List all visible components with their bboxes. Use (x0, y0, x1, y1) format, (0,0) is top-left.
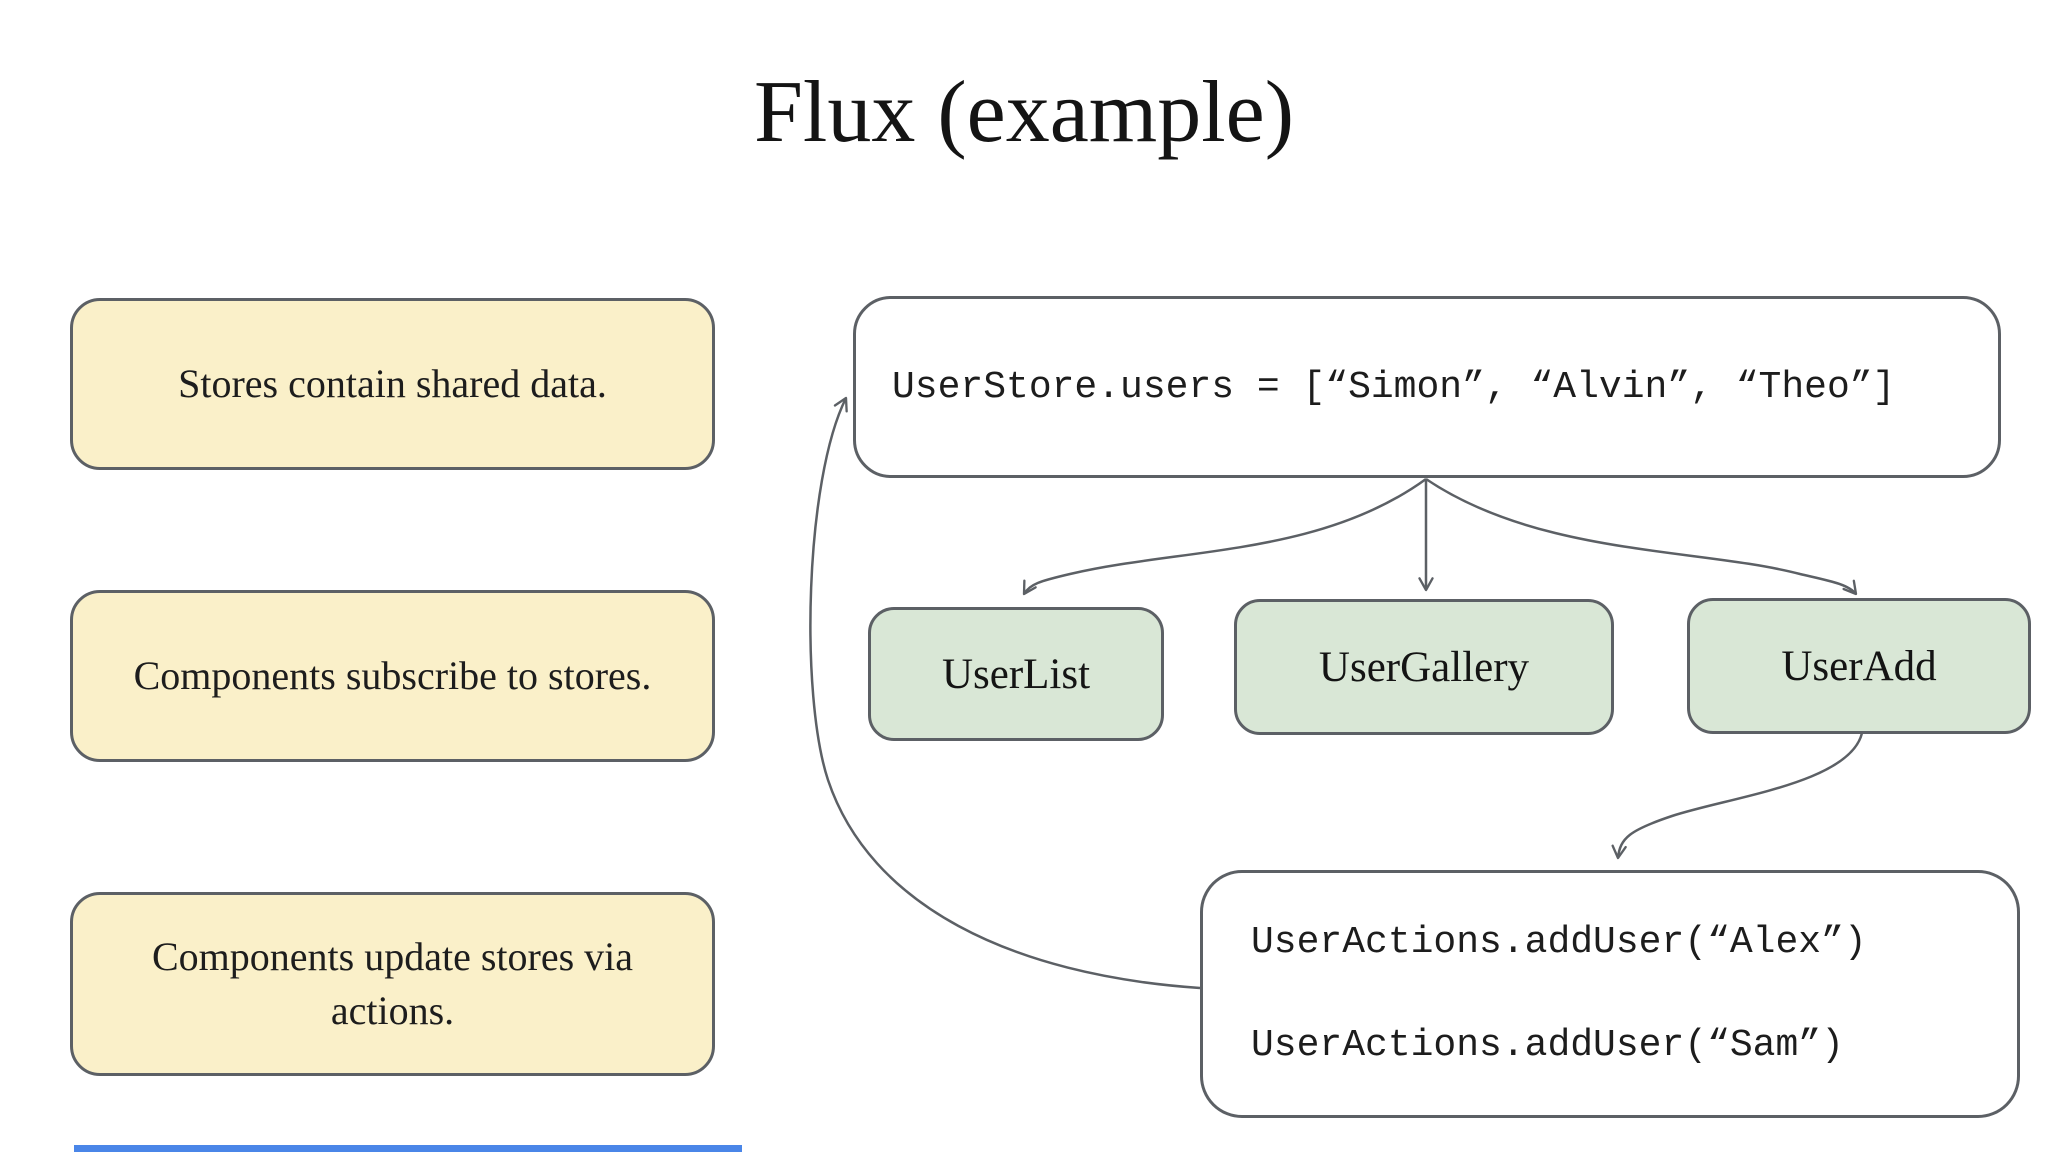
bottom-accent-bar (74, 1145, 742, 1152)
note-stores-shared-data: Stores contain shared data. (70, 298, 715, 470)
component-useradd: UserAdd (1687, 598, 2031, 734)
note-text: Stores contain shared data. (178, 361, 607, 406)
note-components-update: Components update stores via actions. (70, 892, 715, 1076)
user-store-code: UserStore.users = [“Simon”, “Alvin”, “Th… (892, 365, 1896, 409)
component-usergallery: UserGallery (1234, 599, 1614, 735)
arrow-store-to-userlist (1022, 477, 1427, 596)
note-text: Components update stores via actions. (151, 934, 634, 1033)
user-actions-code-line: UserActions.addUser(“Sam”) (1251, 1024, 1844, 1067)
component-label: UserAdd (1781, 642, 1937, 690)
arrow-useradd-to-actions (1611, 732, 1864, 860)
user-store-box: UserStore.users = [“Simon”, “Alvin”, “Th… (853, 296, 2001, 478)
arrow-store-to-useradd (1425, 477, 1858, 596)
user-actions-code-line: UserActions.addUser(“Alex”) (1251, 921, 1867, 964)
component-label: UserGallery (1318, 643, 1530, 691)
slide-title: Flux (example) (753, 64, 1295, 161)
component-userlist: UserList (868, 607, 1164, 741)
note-text: Components subscribe to stores. (133, 653, 652, 698)
note-components-subscribe: Components subscribe to stores. (70, 590, 715, 762)
user-actions-box: UserActions.addUser(“Alex”) UserActions.… (1200, 870, 2020, 1118)
component-label: UserList (941, 650, 1091, 698)
